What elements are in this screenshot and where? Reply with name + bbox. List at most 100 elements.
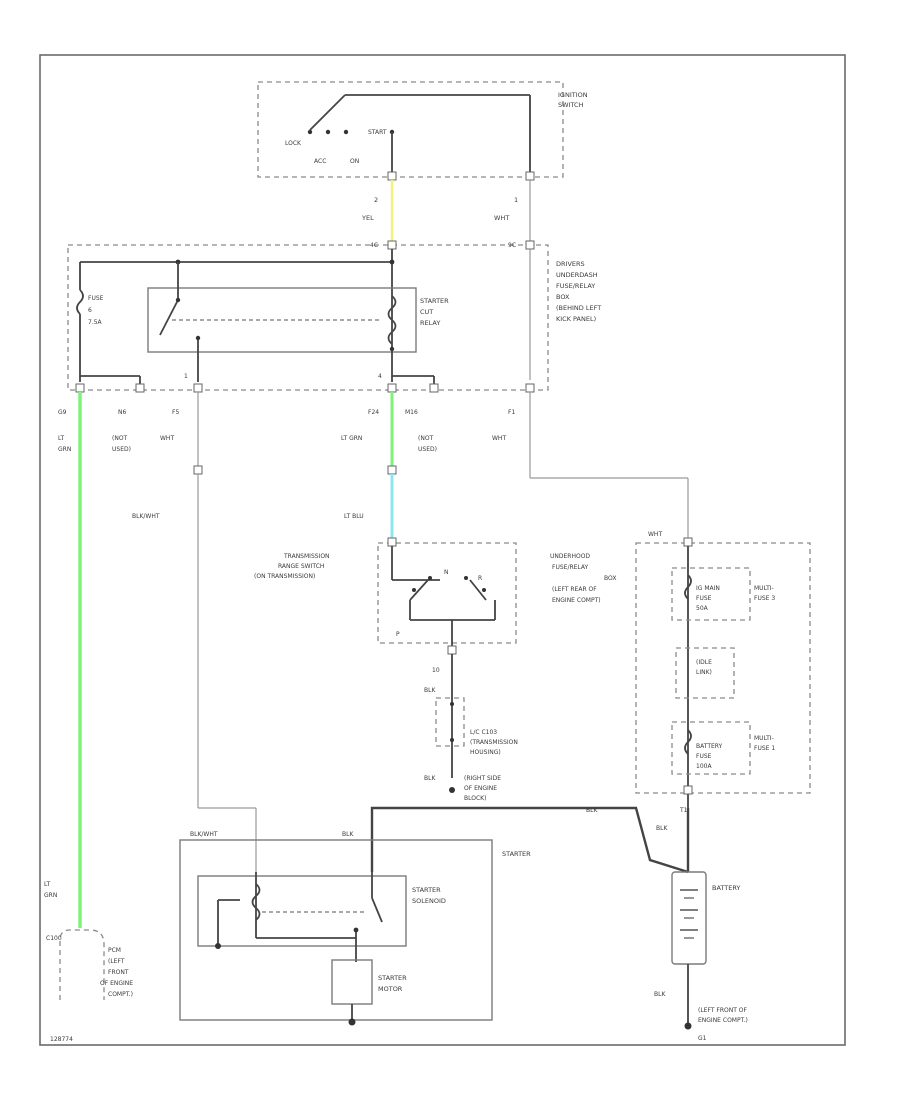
relay-pin-4: 4: [378, 373, 382, 380]
ignition-title-2: SWITCH: [558, 101, 584, 109]
range-p: P: [396, 631, 400, 638]
relay-label-2: CUT: [420, 308, 433, 316]
ignition-wire-yel: YEL: [361, 214, 374, 222]
lbl-lt-grn-a1: LT: [58, 435, 65, 442]
lbl-not-used-a2: USED): [112, 446, 131, 453]
wire-blk-2-label: BLK: [424, 775, 436, 782]
wire-blk-5-label: BLK: [654, 991, 666, 998]
battery-title: BATTERY: [712, 884, 740, 892]
underhood-title-2: FUSE/RELAY: [552, 564, 589, 571]
wire-blk-4-label: BLK: [656, 825, 668, 832]
lock-title-2: (TRANSMISSION: [470, 739, 518, 746]
transmission-range-switch: TRANSMISSION RANGE SWITCH (ON TRANSMISSI…: [254, 537, 517, 674]
range-title-3: (ON TRANSMISSION): [254, 573, 315, 580]
conn-g9: G9: [58, 409, 67, 416]
conn-f1: F1: [508, 409, 515, 416]
lbl-not-used-b2: USED): [418, 446, 437, 453]
conn-n6: N6: [118, 409, 126, 416]
main-fuse-2: FUSE: [696, 595, 712, 602]
lbl-wht-b: WHT: [492, 435, 506, 442]
relay-pin-1: 1: [184, 373, 188, 380]
lbl-not-used-b1: (NOT: [418, 435, 434, 442]
lbl-wht-a: WHT: [160, 435, 174, 442]
pcm-title-2: (LEFT: [108, 958, 125, 965]
range-n: N: [444, 569, 449, 576]
ignition-pin-1: 1: [514, 196, 518, 204]
underhood-fuse-box: UNDERHOOD FUSE/RELAY BOX (LEFT REAR OF E…: [550, 537, 811, 814]
underhood-title-4: (LEFT REAR OF: [552, 586, 597, 593]
underhood-title-1: UNDERHOOD: [550, 553, 590, 560]
conn-f24: F24: [368, 409, 379, 416]
fusebox-conn-9c: 9C: [508, 242, 516, 249]
pcm-wire-grn: GRN: [44, 892, 57, 899]
ground-title-2: OF ENGINE: [464, 785, 497, 792]
fusebox-title-4: BOX: [556, 293, 570, 301]
lbl-lt-grn-b: LT GRN: [341, 435, 362, 442]
range-title-1: TRANSMISSION: [283, 553, 330, 560]
wire-blk-wht-2-label: BLK/WHT: [190, 831, 218, 838]
solid-link-2: LINK): [696, 669, 712, 676]
battery: BATTERY BLK (LEFT FRONT OF ENGINE COMPT.…: [654, 871, 748, 1042]
range-c-bottom: 10: [432, 667, 440, 674]
ground-bottom-title-1: (LEFT FRONT OF: [698, 1007, 748, 1014]
conn-f5: F5: [172, 409, 179, 416]
ground-title-3: BLOCK): [464, 795, 486, 802]
wire-wht-label: WHT: [648, 531, 662, 538]
lock-title-1: L/C C103: [470, 729, 497, 736]
fuse-relay-box: DRIVERS UNDERDASH FUSE/RELAY BOX (BEHIND…: [58, 240, 601, 453]
underhood-title-5: ENGINE COMPT): [552, 597, 601, 604]
motor-label-1: STARTER: [378, 974, 407, 982]
solenoid-label-2: SOLENOID: [412, 897, 446, 905]
ignition-switch: IGNITION SWITCH LOCK START ACC ON 2 1 YE…: [257, 81, 588, 222]
wire-blk-label: BLK: [424, 687, 436, 694]
ground-bottom-title-2: ENGINE COMPT.): [698, 1017, 748, 1024]
pcm-title-1: PCM: [108, 947, 121, 954]
main-fuse-1: IG MAIN: [696, 585, 720, 592]
fusebox-title-5: (BEHIND LEFT: [556, 304, 601, 312]
pcm-title-5: COMPT.): [108, 991, 133, 998]
ignition-lock: LOCK: [285, 140, 302, 147]
pcm-conn: C100: [46, 935, 62, 942]
starter-title: STARTER: [502, 850, 531, 858]
relay-label-3: RELAY: [420, 319, 440, 327]
ignition-title-1: IGNITION: [558, 91, 588, 99]
solenoid-label-1: STARTER: [412, 886, 441, 894]
pcm: C100 LT GRN PCM (LEFT FRONT OF ENGINE CO…: [44, 881, 133, 1000]
underhood-t1: T1: [679, 807, 688, 814]
fusebox-title-3: FUSE/RELAY: [556, 282, 595, 290]
multi-fuse-1-2: FUSE 1: [754, 745, 775, 752]
wire-blk-battery-starter: BLK: [370, 806, 689, 874]
battery-fuse-2: FUSE: [696, 753, 712, 760]
fusebox-title-1: DRIVERS: [556, 260, 585, 268]
motor-label-2: MOTOR: [378, 985, 403, 993]
pcm-title-4: OF ENGINE: [100, 980, 133, 987]
wire-lt-blu-label: LT BLU: [344, 513, 364, 520]
battery-fuse-3: 100A: [696, 763, 712, 770]
multi-fuse-1-1: MULTI-: [754, 735, 774, 742]
pcm-title-3: FRONT: [108, 969, 129, 976]
range-r: R: [478, 575, 482, 582]
solid-link-1: (IDLE: [696, 659, 712, 666]
lock-switch: BLK L/C C103 (TRANSMISSION HOUSING) BLK …: [424, 654, 518, 802]
lbl-not-used-a1: (NOT: [112, 435, 128, 442]
lock-title-3: HOUSING): [470, 749, 501, 756]
ignition-wire-wht: WHT: [494, 214, 509, 222]
main-fuse-3: 50A: [696, 605, 709, 612]
conn-m16: M16: [405, 409, 418, 416]
lbl-lt-grn-a2: GRN: [58, 446, 71, 453]
multi-fuse-3-2: FUSE 3: [754, 595, 775, 602]
wire-blk-3-label: BLK: [586, 807, 598, 814]
fuse-label-1: FUSE: [88, 295, 104, 302]
fusebox-title-2: UNDERDASH: [556, 271, 598, 279]
pcm-wire-lt: LT: [44, 881, 51, 888]
footer-code: 128774: [50, 1036, 73, 1043]
fusebox-title-6: KICK PANEL): [556, 315, 596, 323]
wire-blk-solenoid-label: BLK: [342, 831, 354, 838]
ground-bottom-id: G1: [698, 1035, 707, 1042]
ground-title-1: (RIGHT SIDE: [464, 775, 501, 782]
starter: STARTER BLK/WHT BLK STARTER SOLENOID STA…: [179, 831, 531, 1026]
wire-blk-wht: BLK/WHT: [132, 392, 257, 872]
wire-blk-wht-label: BLK/WHT: [132, 513, 160, 520]
